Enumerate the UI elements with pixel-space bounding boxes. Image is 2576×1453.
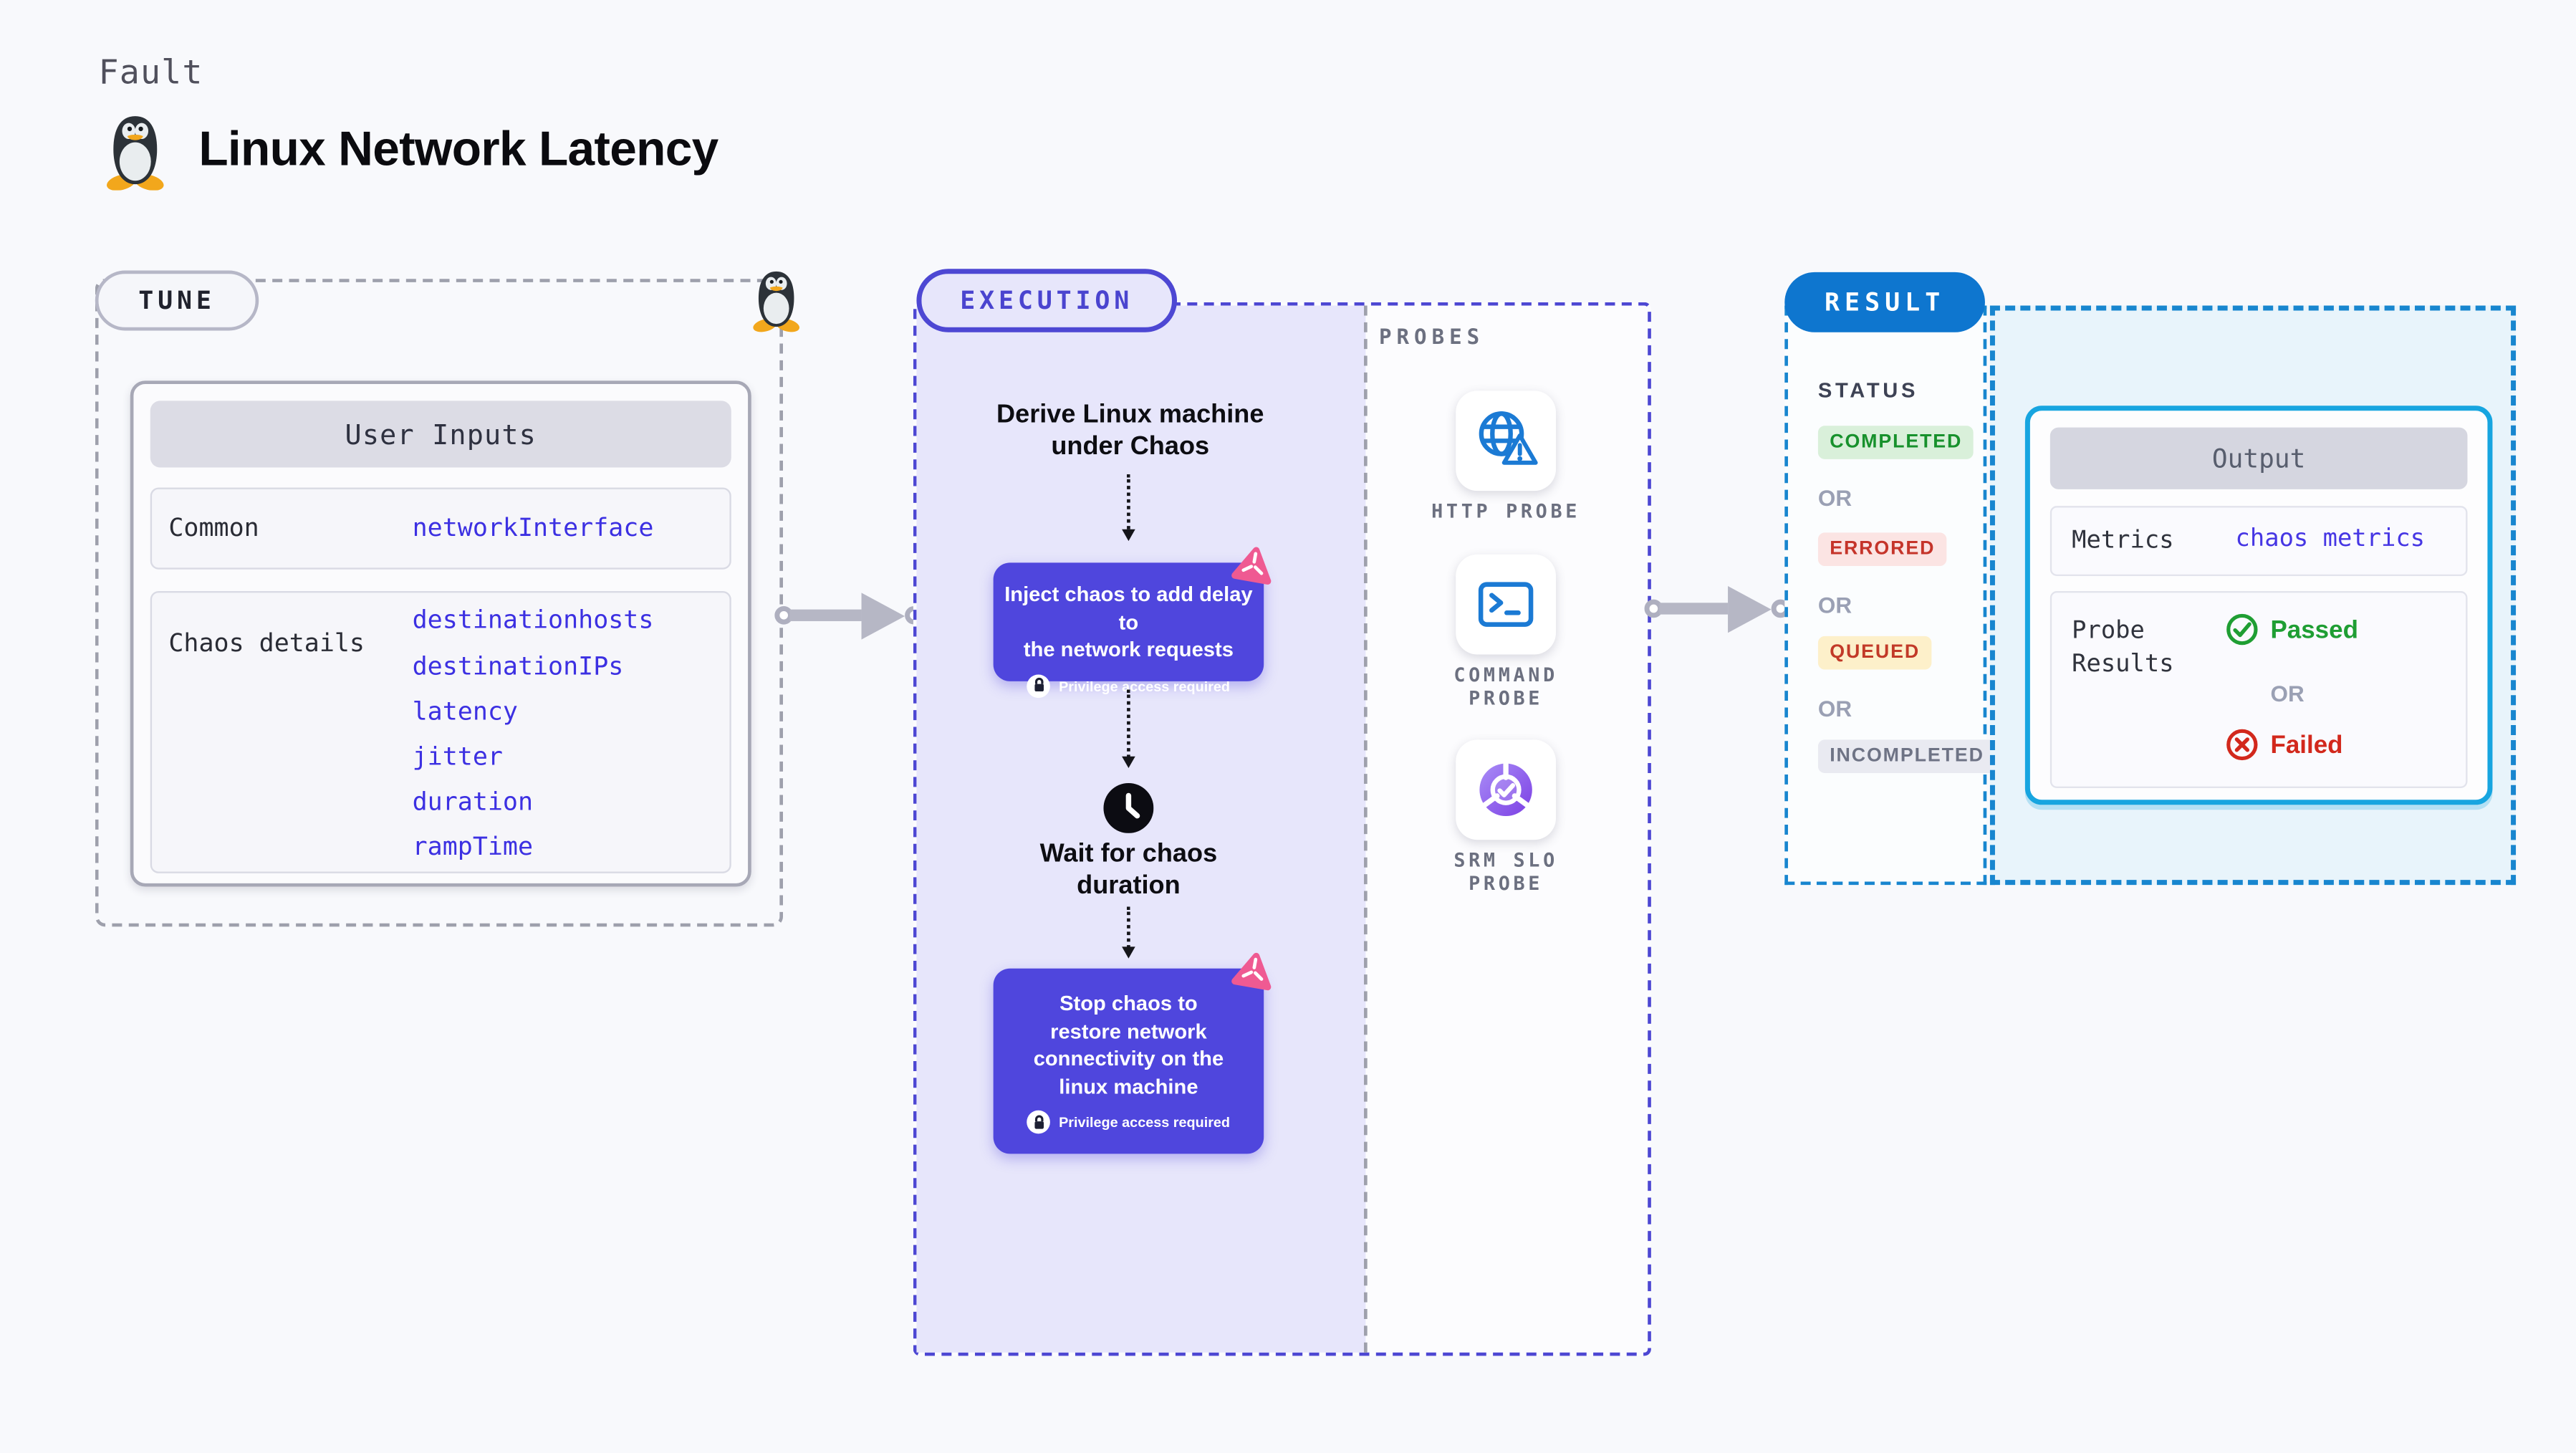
input-value: rampTime (412, 831, 534, 862)
or-label: OR (1817, 593, 1852, 618)
probe-results-row: Probe Results Passed OR Failed (2049, 590, 2468, 788)
privilege-note: Privilege access required (1059, 677, 1231, 694)
command-probe-icon (1478, 582, 1534, 627)
linux-penguin-icon (107, 116, 164, 191)
output-header: Output (2049, 427, 2468, 489)
status-badge-queued: QUEUED (1817, 636, 1932, 670)
input-value: latency (412, 696, 518, 726)
wait-clock-icon (1103, 783, 1154, 833)
input-value: destinationIPs (412, 651, 624, 681)
execution-section-badge: EXECUTION (916, 269, 1178, 332)
lock-icon (1027, 673, 1051, 697)
probe-results-label: Probe Results (2072, 618, 2174, 678)
input-row-label: Common (168, 512, 259, 543)
status-badge-errored: ERRORED (1817, 532, 1947, 567)
input-value: networkInterface (412, 512, 654, 543)
result-section-badge: RESULT (1784, 272, 1985, 332)
failed-result: Failed (2226, 728, 2343, 762)
inject-chaos-node: Inject chaos to add delay to the network… (993, 562, 1264, 697)
http-probe-label: HTTP PROBE (1431, 499, 1581, 523)
probes-label: PROBES (1378, 324, 1485, 350)
arrow-tune-to-execution (774, 588, 935, 644)
tune-section-box (95, 279, 784, 927)
http-probe-card (1456, 390, 1557, 491)
execution-probes-divider (1364, 305, 1368, 1353)
or-label: OR (1817, 696, 1852, 721)
metrics-row: Metrics chaos metrics (2049, 506, 2468, 577)
input-value: jitter (412, 741, 503, 772)
input-row-common: Common networkInterface (150, 487, 731, 570)
status-badge-completed: COMPLETED (1817, 426, 1974, 459)
command-probe-label: COMMAND PROBE (1453, 663, 1558, 710)
result-output-zone: Output Metrics chaos metrics Probe Resul… (1989, 305, 2517, 886)
input-row-chaos-details: Chaos details destinationhosts destinati… (150, 590, 731, 873)
srm-slo-probe-card (1456, 739, 1557, 840)
stop-chaos-node: Stop chaos to restore network connectivi… (993, 968, 1264, 1154)
x-circle-icon (2226, 729, 2258, 761)
flow-connector-1 (1120, 474, 1135, 542)
flow-connector-2 (1120, 689, 1135, 769)
derive-step-text: Derive Linux machine under Chaos (996, 401, 1264, 461)
passed-result: Passed (2226, 613, 2358, 646)
fault-kicker: Fault (98, 52, 203, 92)
lock-icon (1027, 1110, 1051, 1134)
metrics-label: Metrics (2072, 527, 2174, 555)
input-value: destinationhosts (412, 604, 654, 635)
execution-section-box (913, 302, 1651, 1356)
linux-penguin-small-icon (753, 271, 799, 332)
chaos-pinwheel-icon (1231, 952, 1272, 991)
http-probe-icon (1479, 411, 1538, 465)
result-status-box: STATUS COMPLETED OR ERRORED OR QUEUED OR… (1784, 305, 1996, 886)
input-row-label: Chaos details (168, 628, 365, 658)
command-probe-card (1456, 554, 1557, 655)
metrics-value: chaos metrics (2235, 526, 2426, 553)
input-value: duration (412, 786, 534, 817)
srm-slo-probe-label: SRM SLO PROBE (1453, 848, 1558, 896)
tune-section-badge: TUNE (95, 270, 259, 331)
or-label: OR (2270, 681, 2305, 706)
arrow-execution-to-result (1644, 581, 1795, 638)
or-label: OR (1817, 486, 1852, 512)
srm-slo-probe-icon (1479, 759, 1532, 817)
output-card: Output Metrics chaos metrics Probe Resul… (2024, 406, 2493, 805)
user-inputs-header: User Inputs (150, 401, 731, 468)
check-circle-icon (2226, 613, 2258, 646)
privilege-note: Privilege access required (1059, 1113, 1231, 1131)
chaos-pinwheel-icon (1231, 547, 1272, 585)
status-title: STATUS (1817, 379, 1919, 403)
flow-connector-3 (1120, 906, 1135, 959)
status-badge-incompleted: INCOMPLETED (1817, 739, 1996, 774)
wait-step-text: Wait for chaos duration (1039, 840, 1218, 901)
user-inputs-card: User Inputs Common networkInterface Chao… (130, 380, 751, 887)
page-title: Linux Network Latency (198, 123, 719, 178)
